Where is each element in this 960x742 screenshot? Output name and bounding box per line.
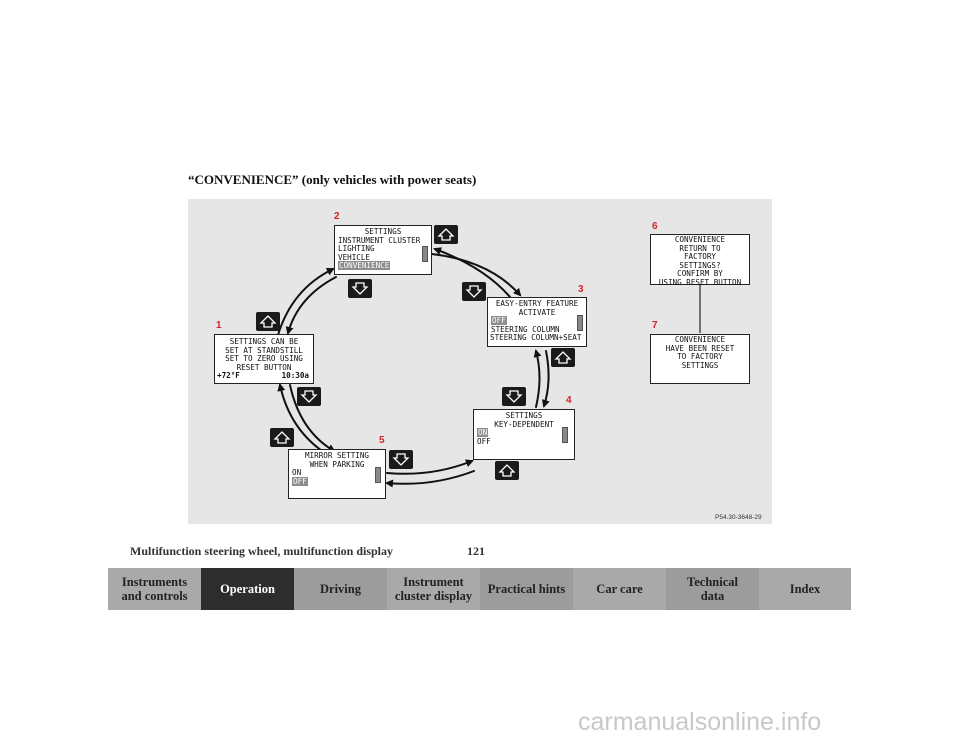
settings-flow-diagram: 1 SETTINGS CAN BE SET AT STANDSTILL SET … [188, 199, 772, 524]
arrow-1-to-2 [277, 268, 335, 336]
up-button-icon [256, 312, 280, 331]
screen-line: OFF [477, 436, 491, 446]
tab-instruments-and-controls[interactable]: Instruments and controls [108, 568, 201, 610]
screen-line: ON [292, 468, 302, 478]
tab-label: Practical hints [487, 582, 566, 596]
arrow-4-to-5 [385, 470, 475, 488]
selected-item: OFF [292, 476, 308, 486]
arrow-2-to-1 [285, 276, 337, 335]
tab-label: Index [789, 582, 821, 596]
down-button-icon [502, 387, 526, 406]
step-number-3: 3 [578, 284, 584, 295]
screen-line: SETTINGS CAN BE [229, 337, 299, 346]
page-number: 121 [467, 544, 485, 558]
screen-line: VEHICLE [338, 252, 371, 262]
step-number-5: 5 [379, 435, 385, 446]
screen-line: SETTINGS? [679, 260, 721, 270]
screen-line: SET TO ZERO USING [225, 354, 303, 364]
clock-readout: 10:30a [281, 371, 309, 381]
selected-item: ON [477, 428, 489, 438]
arrow-1-to-5 [289, 384, 336, 453]
figure-reference: P54.30-3648-29 [715, 514, 762, 521]
arrow-2-to-3 [431, 253, 522, 297]
screen-line: LIGHTING [338, 244, 375, 254]
step-number-7: 7 [652, 320, 658, 331]
tab-label: Instrument cluster display [394, 575, 473, 603]
step-number-6: 6 [652, 221, 658, 232]
display-screen-1: SETTINGS CAN BE SET AT STANDSTILL SET TO… [214, 334, 314, 384]
screen-line: WHEN PARKING [309, 459, 365, 469]
screen-line: INSTRUMENT CLUSTER [338, 235, 421, 245]
chapter-tabs: Instruments and controls Operation Drivi… [108, 568, 851, 610]
screen-line: EASY-ENTRY FEATURE [495, 299, 579, 308]
screen-line: USING RESET BUTTON [658, 277, 742, 287]
screen-line: SETTINGS [505, 411, 543, 420]
down-button-icon [348, 279, 372, 298]
selected-item: OFF [491, 316, 507, 326]
tab-practical-hints[interactable]: Practical hints [480, 568, 573, 610]
selected-item: CONVENIENCE [338, 261, 391, 271]
tab-instrument-cluster-display[interactable]: Instrument cluster display [387, 568, 480, 610]
up-button-icon [270, 428, 294, 447]
display-screen-6: CONVENIENCE RETURN TO FACTORY SETTINGS? … [650, 234, 750, 287]
tab-label: Instruments and controls [121, 575, 188, 603]
screen-line: SETTINGS [364, 227, 402, 236]
scroll-indicator [562, 427, 568, 443]
screen-line: RESET BUTTON [236, 362, 292, 372]
screen-line-selected: OFF [289, 476, 385, 487]
display-screen-3: EASY-ENTRY FEATURE ACTIVATE OFF STEERING… [487, 297, 587, 347]
step-number-2: 2 [334, 211, 340, 222]
screen-line: ACTIVATE [518, 307, 556, 317]
arrow-3-to-4 [542, 350, 550, 408]
screen-line-selected: ON [474, 428, 574, 438]
screen-line: CONFIRM BY [677, 269, 723, 279]
screen-line: MIRROR SETTING [304, 451, 369, 460]
flow-arrows [277, 247, 701, 488]
down-button-icon [389, 450, 413, 469]
scroll-indicator [375, 467, 381, 483]
screen-line: KEY-DEPENDENT [494, 419, 554, 429]
up-button-icon [495, 461, 519, 480]
screen-line: TO FACTORY [677, 352, 723, 362]
display-screen-7: CONVENIENCE HAVE BEEN RESET TO FACTORY S… [650, 334, 750, 384]
screen-line: STEERING COLUMN+SEAT [490, 333, 582, 343]
down-button-icon [462, 282, 486, 301]
down-button-icon [297, 387, 321, 406]
screen-line: CONVENIENCE [674, 235, 726, 244]
display-screen-4: SETTINGS KEY-DEPENDENT ON OFF [473, 409, 575, 460]
tab-label: Operation [220, 582, 275, 596]
tab-index[interactable]: Index [759, 568, 851, 610]
screen-line: SET AT STANDSTILL [225, 345, 303, 355]
screen-line: CONVENIENCE [674, 335, 726, 344]
step-number-1: 1 [216, 320, 222, 331]
tab-car-care[interactable]: Car care [573, 568, 666, 610]
arrow-3-to-2 [433, 247, 511, 298]
up-button-icon [551, 348, 575, 367]
screen-line: FACTORY [683, 252, 716, 262]
tab-technical-data[interactable]: Technical data [666, 568, 759, 610]
section-title: Multifunction steering wheel, multifunct… [130, 544, 394, 558]
up-button-icon [434, 225, 458, 244]
arrow-5-to-4 [386, 459, 474, 475]
screen-line: RETURN TO [679, 243, 721, 253]
watermark-text: carmanualsonline.info [578, 708, 822, 736]
screen-line: STEERING COLUMN [491, 324, 560, 334]
screen-line-selected: CONVENIENCE [335, 261, 431, 271]
screen-line-selected: OFF [488, 316, 586, 326]
scroll-indicator [422, 246, 428, 262]
display-screen-5: MIRROR SETTING WHEN PARKING ON OFF [288, 449, 386, 499]
outside-temperature: +72°F [217, 371, 240, 381]
arrow-4-to-3 [533, 349, 542, 408]
step-number-4: 4 [566, 395, 572, 406]
tab-label: Technical data [687, 575, 738, 603]
screen-line: SETTINGS [681, 360, 719, 370]
display-screen-2: SETTINGS INSTRUMENT CLUSTER LIGHTING VEH… [334, 225, 432, 275]
screen-line: HAVE BEEN RESET [665, 343, 735, 353]
tab-driving[interactable]: Driving [294, 568, 387, 610]
tab-operation[interactable]: Operation [201, 568, 294, 610]
page-heading: “CONVENIENCE” (only vehicles with power … [188, 172, 477, 187]
tab-label: Driving [320, 582, 361, 596]
tab-label: Car care [596, 582, 643, 596]
scroll-indicator [577, 315, 583, 331]
